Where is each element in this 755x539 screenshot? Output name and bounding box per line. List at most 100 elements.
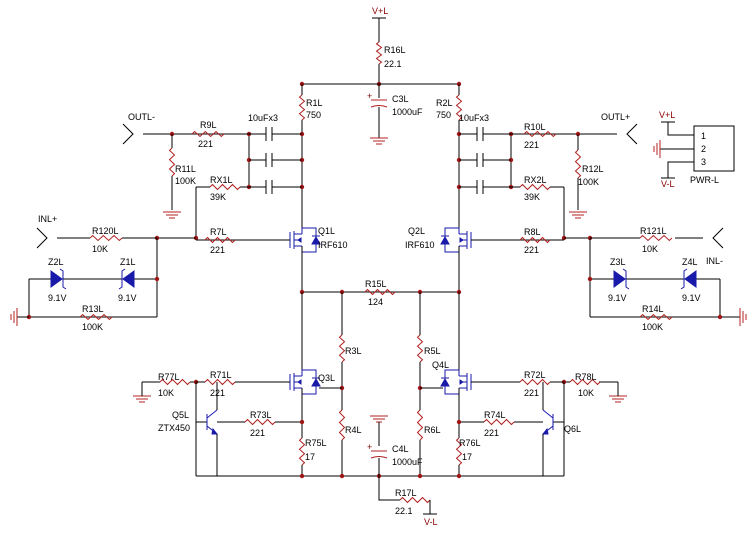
resistor-body (523, 130, 557, 138)
resistor-body (79, 313, 113, 321)
label: 221 (210, 388, 225, 398)
diode-body (122, 270, 135, 288)
capacitor-C4L: + (367, 442, 388, 459)
collector-leg (542, 409, 554, 419)
capacitor-bank-left (265, 153, 273, 167)
resistor-body (298, 94, 306, 121)
port-arrow (626, 123, 638, 145)
label: 9.1V (682, 293, 701, 303)
label: V+L (659, 110, 675, 120)
label: R73L (250, 410, 272, 420)
label: Z3L (610, 257, 626, 267)
junction-dot (417, 473, 423, 479)
ground-C4L (370, 415, 388, 423)
resistor-R9L (191, 130, 225, 138)
connector-PWR-L (693, 125, 735, 172)
label: 750 (306, 110, 321, 120)
resistor-R76L (455, 437, 463, 466)
label: 17 (462, 452, 472, 462)
resistor-R75L (298, 437, 306, 466)
label: 10K (642, 244, 658, 254)
label: R1L (306, 98, 323, 108)
label: 9.1V (118, 293, 137, 303)
label: R12L (582, 164, 604, 174)
mosfet-Q4L (440, 369, 472, 395)
label: R76L (459, 438, 481, 448)
capacitor-bank-left (265, 127, 273, 141)
resistor-R6L (416, 409, 424, 441)
resistor-body (191, 130, 225, 138)
resistor-R17L (399, 496, 431, 504)
label: C4L (392, 444, 409, 454)
label: 1000uF (392, 107, 423, 117)
diode-body (50, 270, 63, 288)
label: RX1L (210, 175, 233, 185)
label: 100K (82, 322, 103, 332)
label: R16L (384, 45, 406, 55)
label: 124 (368, 297, 383, 307)
port-arrow (122, 123, 134, 145)
label: R7L (210, 227, 227, 237)
ground-C3L (370, 137, 388, 145)
resistor-R72L (519, 378, 551, 386)
resistor-body (569, 378, 601, 386)
resistor-body (416, 409, 424, 441)
label: R78L (575, 372, 597, 382)
label: 39K (524, 192, 540, 202)
resistor-R15L (364, 288, 396, 296)
npn-Q5L (196, 409, 219, 435)
ground-R11L (163, 211, 181, 219)
label: IRF610 (318, 240, 348, 250)
junction-dot (154, 276, 160, 282)
capacitor-bank-right (476, 180, 484, 194)
resistor-body (519, 183, 551, 191)
junction-dot (339, 473, 345, 479)
resistor-R78L (569, 378, 601, 386)
label: 2 (701, 144, 706, 154)
label: PWR-L (690, 175, 719, 185)
ground-R12L (569, 211, 587, 219)
resistor-body (416, 334, 424, 363)
label: Z4L (682, 257, 698, 267)
body-arrow (459, 379, 464, 385)
resistor-R12L (574, 149, 582, 179)
zener-Z4L (680, 268, 697, 290)
junction-dot (587, 276, 593, 282)
resistor-body (639, 313, 673, 321)
label: OUTL- (128, 112, 155, 122)
label: R121L (640, 226, 667, 236)
label: 17 (305, 452, 315, 462)
capacitor-C3L: + (367, 91, 388, 108)
label: R9L (200, 120, 217, 130)
label: R10L (524, 122, 546, 132)
label: OUTL+ (601, 112, 630, 122)
mosfet-Q1L (289, 227, 321, 253)
resistor-body (338, 334, 346, 363)
label: 10uFx3 (248, 113, 278, 123)
resistor-body (455, 437, 463, 466)
resistor-R13L (79, 313, 113, 321)
resistor-R11L (168, 147, 176, 177)
resistor-body (519, 378, 551, 386)
label: 221 (524, 388, 539, 398)
junction-dot (299, 473, 305, 479)
resistor-R10L (523, 130, 557, 138)
resistor-R7L (204, 236, 236, 244)
resistor-R8L (519, 236, 551, 244)
ground-R77L (133, 395, 151, 403)
resistor-body (89, 234, 123, 242)
label: Z1L (120, 257, 136, 267)
resistor-body (204, 236, 236, 244)
label: IRF610 (405, 240, 435, 250)
zener-Z1L (118, 268, 135, 290)
resistor-R71L (204, 378, 236, 386)
resistor-body (338, 409, 346, 441)
label: Q2L (408, 226, 425, 236)
wire (378, 476, 400, 501)
resistor-body (209, 183, 241, 191)
label: 22.1 (384, 59, 402, 69)
body-arrow (297, 237, 302, 243)
label: 39K (210, 192, 226, 202)
